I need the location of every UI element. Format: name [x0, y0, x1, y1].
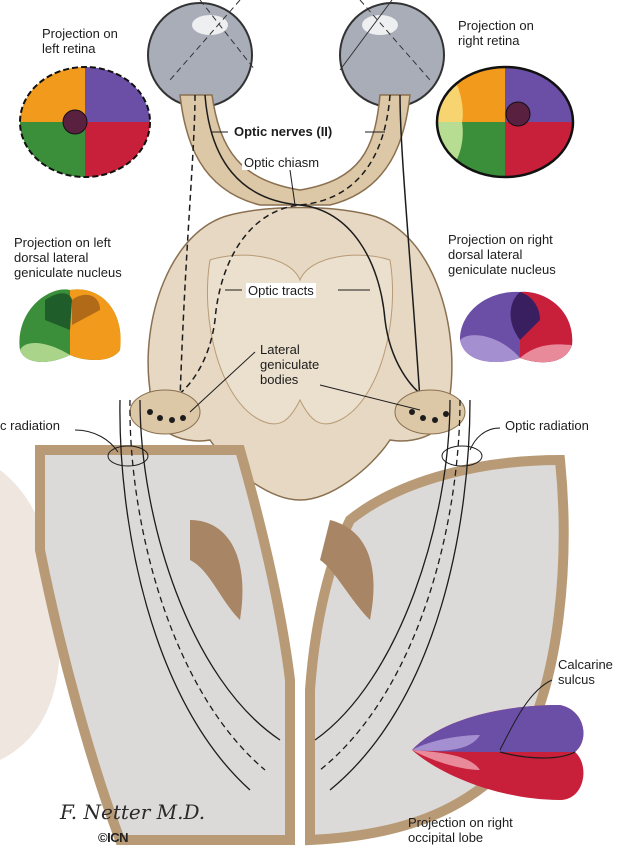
right-eyeball — [340, 0, 444, 107]
optic-tracts-label: Optic tracts — [246, 283, 316, 298]
calcarine-sulcus-label: Calcarine sulcus — [558, 657, 613, 687]
right-lgn-label: Projection on right dorsal lateral genic… — [448, 232, 556, 277]
left-lgn-projection — [20, 289, 121, 362]
optic-chiasm-label: Optic chiasm — [242, 155, 321, 170]
optic-nerves-label: Optic nerves (II) — [232, 124, 334, 139]
left-lgn-label: Projection on left dorsal lateral genicu… — [14, 235, 122, 280]
icn-logo: ©ICN — [98, 830, 128, 845]
right-retina-projection — [437, 67, 573, 177]
right-lateral-geniculate-body — [395, 390, 465, 434]
left-eyeball — [148, 0, 255, 107]
right-retina-label: Projection on right retina — [458, 18, 534, 48]
left-retina-projection — [20, 67, 150, 177]
left-occipital-hemisphere — [40, 450, 290, 840]
optic-radiation-right-label: Optic radiation — [505, 418, 589, 433]
left-retina-label: Projection on left retina — [42, 26, 118, 56]
occipital-lobe-label: Projection on right occipital lobe — [408, 815, 513, 845]
right-radiation-ring — [442, 446, 482, 466]
netter-signature: F. Netter M.D. — [60, 800, 205, 824]
optic-radiation-left-label: c radiation — [0, 418, 60, 433]
lateral-geniculate-label: Lateral geniculate bodies — [260, 342, 319, 387]
right-lgn-projection — [460, 292, 572, 362]
optic-nerves-tissue — [180, 95, 410, 205]
